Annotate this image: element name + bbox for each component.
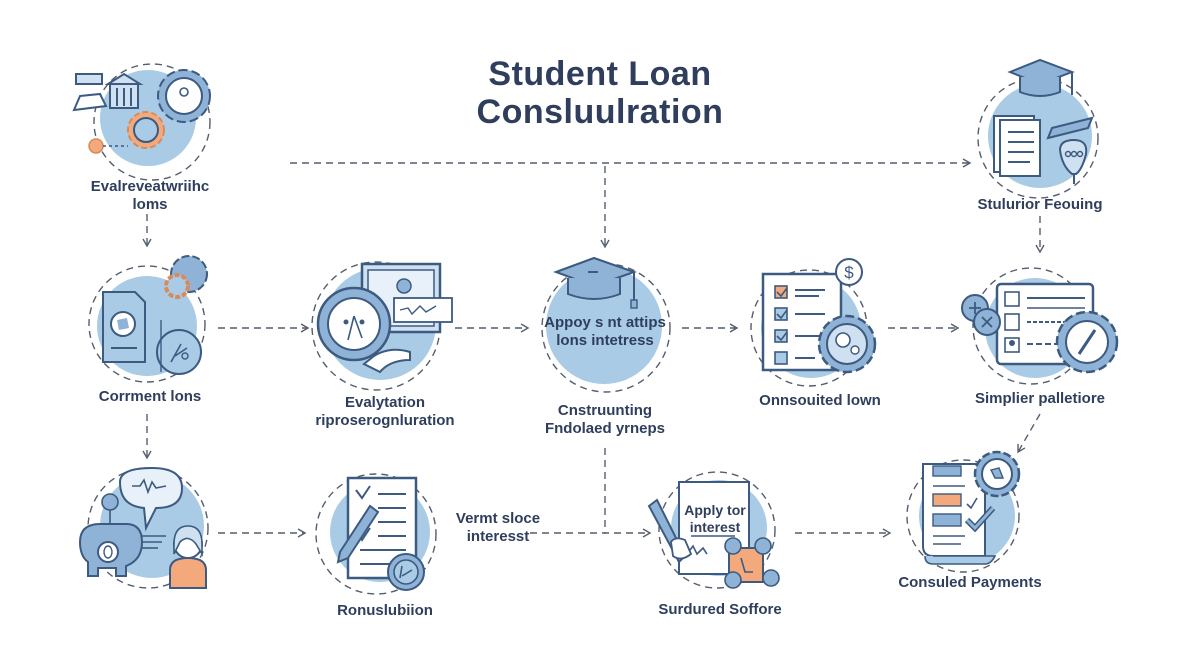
node-inner-line1: Appoy s nt attips bbox=[544, 314, 666, 331]
node-evaluate-loans: Evalreveatwriihc loms bbox=[70, 63, 230, 216]
checklist-dollar-gear-icon: $ bbox=[750, 258, 877, 387]
document-gear-icon bbox=[88, 255, 208, 383]
node-label-line1: Stulurior Feouing bbox=[977, 196, 1103, 213]
node-label-line1: Evalreveatwriihc bbox=[90, 178, 210, 195]
floating-label: Vermt sloce interesst bbox=[448, 510, 548, 546]
graduation-documents-icon bbox=[977, 58, 1099, 199]
checklist-pencil-icon bbox=[315, 473, 437, 595]
node-inner-line2: interest bbox=[689, 519, 741, 535]
diagram-title-line1: Student Loan bbox=[488, 55, 712, 93]
node-apply-interest: Appoy s nt attips lons intetress Cnstruu… bbox=[530, 250, 680, 440]
gauge-monitor-icon bbox=[311, 261, 453, 391]
payment-document-gear-icon bbox=[906, 450, 1021, 573]
signed-document-icon bbox=[647, 471, 780, 589]
node-sured-software: Apply tor interest Surdured Soffore bbox=[645, 466, 795, 626]
node-resolution: Ronuslubiion bbox=[310, 466, 460, 626]
node-simplier-palletiore: Simplier palletiore bbox=[955, 260, 1125, 420]
node-label-line1: Corrment lons bbox=[98, 388, 202, 405]
node-inner-line1: Apply tor bbox=[684, 502, 746, 518]
node-consolidated-payments: Consuled Payments bbox=[895, 450, 1045, 602]
piggy-bank-person-icon bbox=[78, 466, 209, 589]
bank-gear-icon bbox=[72, 63, 211, 181]
node-inner-line2: lons intetress bbox=[556, 332, 654, 349]
node-label-line1: Ronuslubiion bbox=[337, 602, 433, 619]
profile-form-gear-icon bbox=[961, 267, 1119, 385]
node-consolidated-loan: $ Onnsouited lown bbox=[745, 256, 895, 416]
node-savings-advice bbox=[70, 462, 240, 602]
floating-label-line2: interesst bbox=[466, 528, 530, 545]
node-label-line2: Fndolaed yrneps bbox=[544, 420, 666, 437]
node-current-loans: Corrment lons bbox=[75, 252, 225, 412]
graduation-cap-icon bbox=[541, 256, 671, 393]
svg-text:$: $ bbox=[844, 263, 854, 282]
node-label-line1: Simplier palletiore bbox=[974, 390, 1106, 407]
floating-label-line1: Vermt sloce bbox=[455, 510, 541, 527]
node-student-funding: Stulurior Feouing bbox=[960, 50, 1120, 220]
node-evaluation: Evalytation riproserognluration bbox=[300, 256, 470, 436]
node-label-line1: Onnsouited lown bbox=[759, 392, 881, 409]
node-label-line1: Evalytation bbox=[344, 394, 426, 411]
node-label-line1: Cnstruunting bbox=[557, 402, 653, 419]
diagram-title-line2: Consluulration bbox=[476, 93, 724, 131]
node-label-line2: riproserognluration bbox=[315, 412, 455, 429]
node-label-line2: loms bbox=[132, 196, 168, 213]
node-label-line1: Consuled Payments bbox=[898, 574, 1042, 591]
node-label-line1: Surdured Soffore bbox=[658, 601, 782, 618]
